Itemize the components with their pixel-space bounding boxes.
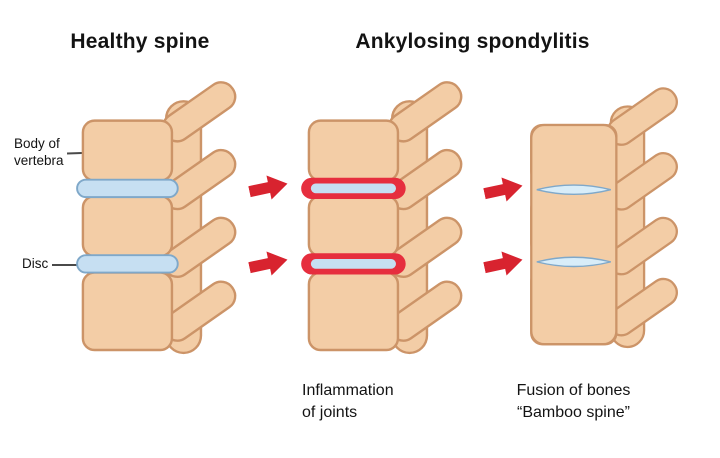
healthy-disc [76, 254, 179, 274]
healthy-disc [76, 178, 179, 199]
fused-spine-illustration [530, 82, 684, 349]
title-healthy-spine: Healthy spine [70, 30, 210, 53]
title-ankylosing-spondylitis: Ankylosing spondylitis [355, 30, 590, 53]
red-arrow-inflamed-disc-bottom [248, 251, 288, 276]
fused-disc-remnant [536, 184, 611, 195]
inflamed-spine-illustration [301, 75, 468, 355]
healthy-spine-illustration [76, 75, 242, 355]
caption-fusion-of-bones: Fusion of bones “Bamboo spine” [516, 382, 631, 422]
inflamed-disc [301, 177, 406, 200]
label-disc: Disc [22, 256, 49, 271]
red-arrow-fused-disc-top [483, 177, 523, 202]
caption-inflammation-of-joints: Inflammation of joints [302, 382, 394, 422]
fused-disc-remnant [536, 256, 611, 268]
label-body-of-vertebra: Body of vertebra [14, 136, 64, 168]
fused-vertebral-column [530, 123, 618, 346]
inflamed-disc [301, 253, 406, 275]
red-arrow-inflamed-disc-top [248, 175, 288, 200]
red-arrow-fused-disc-bottom [483, 251, 523, 276]
leader-line-disc [52, 264, 81, 266]
